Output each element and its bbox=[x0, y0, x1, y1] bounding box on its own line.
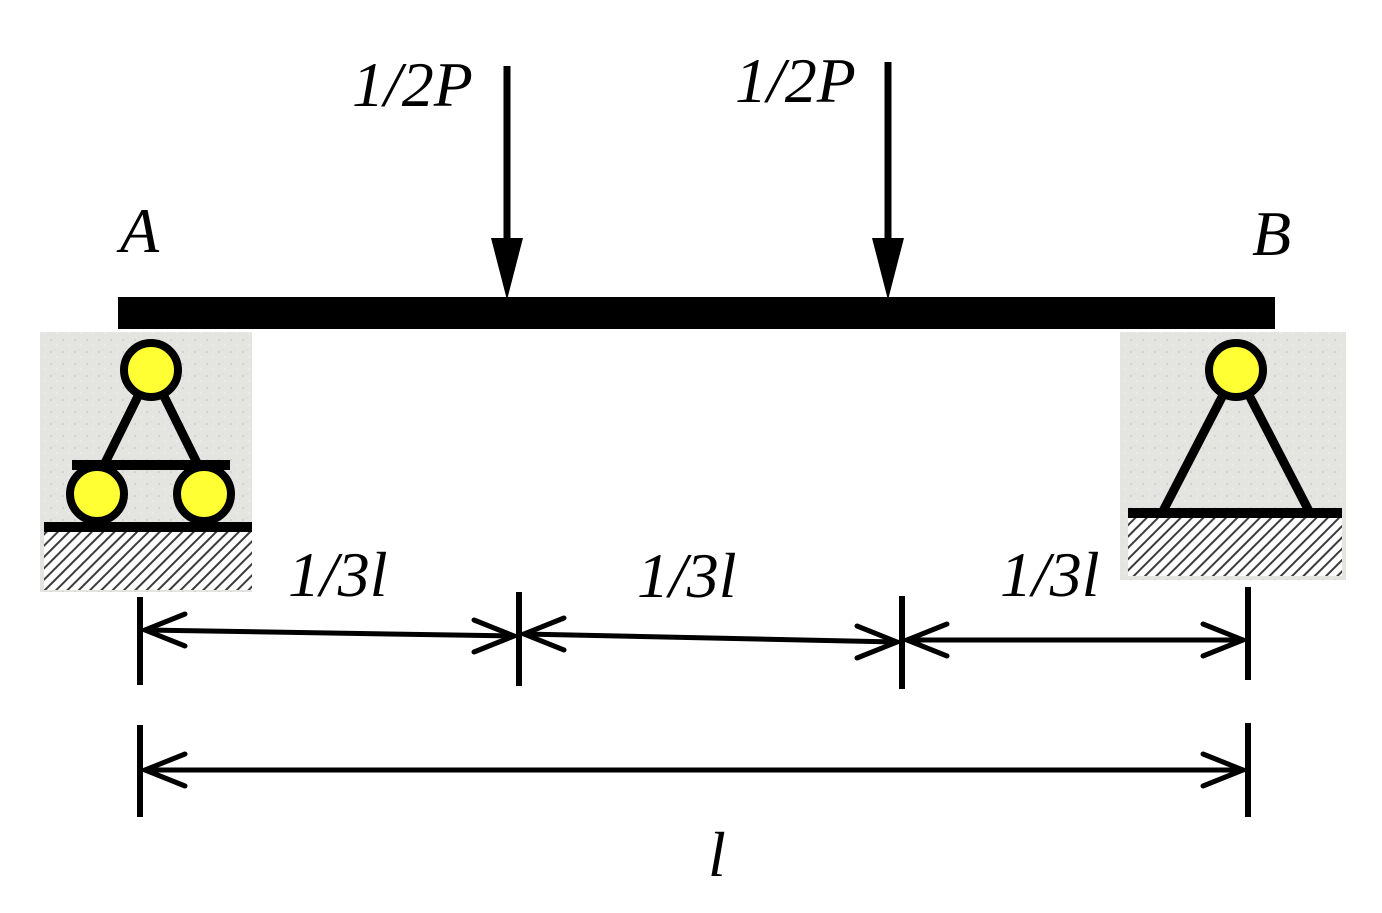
support-a-roller-right bbox=[173, 463, 235, 525]
dimension-segment-2 bbox=[517, 615, 904, 661]
support-b-ground-hatch bbox=[1128, 518, 1342, 576]
support-b-pin bbox=[1205, 339, 1267, 401]
load-2-label: 1/2P bbox=[735, 45, 856, 116]
load-arrow-2-head bbox=[872, 238, 904, 300]
load-arrow-2 bbox=[872, 62, 904, 300]
dimension-segment-1 bbox=[138, 611, 521, 655]
support-a-ground-hatch bbox=[44, 532, 252, 590]
dimension-total-span bbox=[138, 751, 1250, 789]
support-a-label: A bbox=[116, 195, 160, 266]
support-a-roller-left bbox=[66, 463, 128, 525]
segment-2-label: 1/3l bbox=[637, 540, 737, 611]
support-a bbox=[40, 332, 252, 592]
load-1-label: 1/2P bbox=[352, 49, 473, 120]
support-b bbox=[1120, 332, 1346, 580]
segment-1-label: 1/3l bbox=[288, 539, 388, 610]
support-a-pin bbox=[120, 339, 182, 401]
dimension-ticks bbox=[137, 587, 1251, 817]
dimension-segment-3 bbox=[900, 621, 1250, 659]
total-span-label: l bbox=[708, 819, 726, 890]
support-b-label: B bbox=[1252, 198, 1291, 269]
segment-3-label: 1/3l bbox=[1000, 539, 1100, 610]
beam bbox=[118, 297, 1275, 329]
load-arrow-1-head bbox=[491, 238, 523, 300]
load-arrow-1 bbox=[491, 66, 523, 300]
